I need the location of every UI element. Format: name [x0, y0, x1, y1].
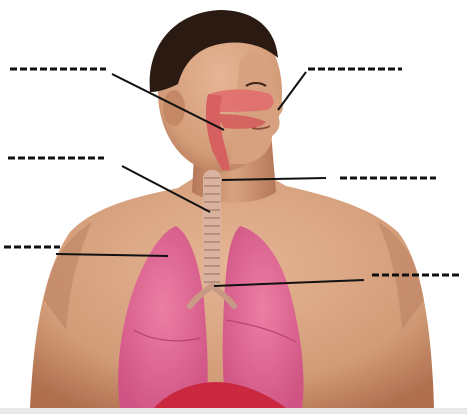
trachea	[203, 170, 221, 288]
leader-line-nasal	[278, 72, 306, 110]
image-bottom-edge	[0, 408, 467, 414]
